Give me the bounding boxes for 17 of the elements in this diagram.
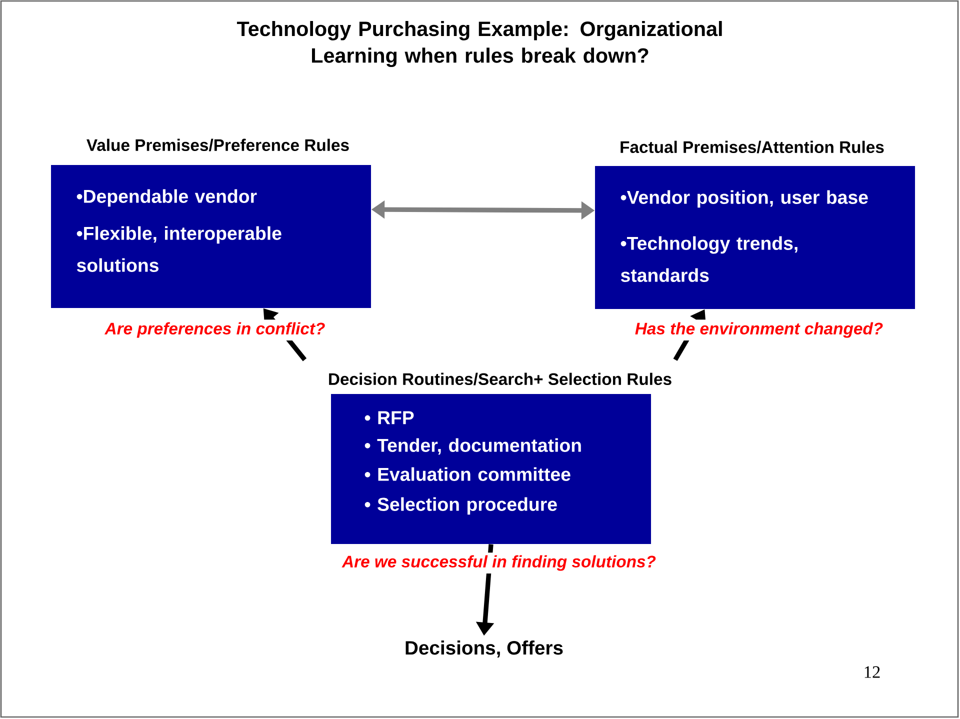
- edge-label: Are we successful in finding solutions?: [339, 552, 659, 574]
- box-heading: Factual Premises/Attention Rules: [620, 140, 884, 154]
- bullet-item: •Vendor position, user base: [620, 190, 868, 208]
- bullet-item: • RFP: [364, 411, 414, 424]
- bullet-item: •Flexible, interoperable solutions: [76, 226, 282, 272]
- bullet-item: • Tender, documentation: [364, 438, 581, 455]
- result-text: Decisions, Offers: [406, 640, 563, 658]
- box-heading: Decision Routines/Search+ Selection Rules: [329, 372, 672, 386]
- title: Technology Purchasing Example: Organizational Learning when rules break down?: [236, 21, 722, 67]
- edge-label: Are preferences in conflict?: [102, 320, 328, 340]
- bullet-item: • Selection procedure: [364, 497, 557, 515]
- bullet-item: •Technology trends, standards: [620, 236, 798, 282]
- bullet-item: • Evaluation committee: [364, 467, 570, 481]
- edge-label: Has the environment changed?: [632, 320, 886, 340]
- box-heading: Value Premises/Preference Rules: [86, 138, 349, 152]
- page-number: 12: [864, 666, 880, 678]
- bullet-item: •Dependable vendor: [76, 189, 257, 207]
